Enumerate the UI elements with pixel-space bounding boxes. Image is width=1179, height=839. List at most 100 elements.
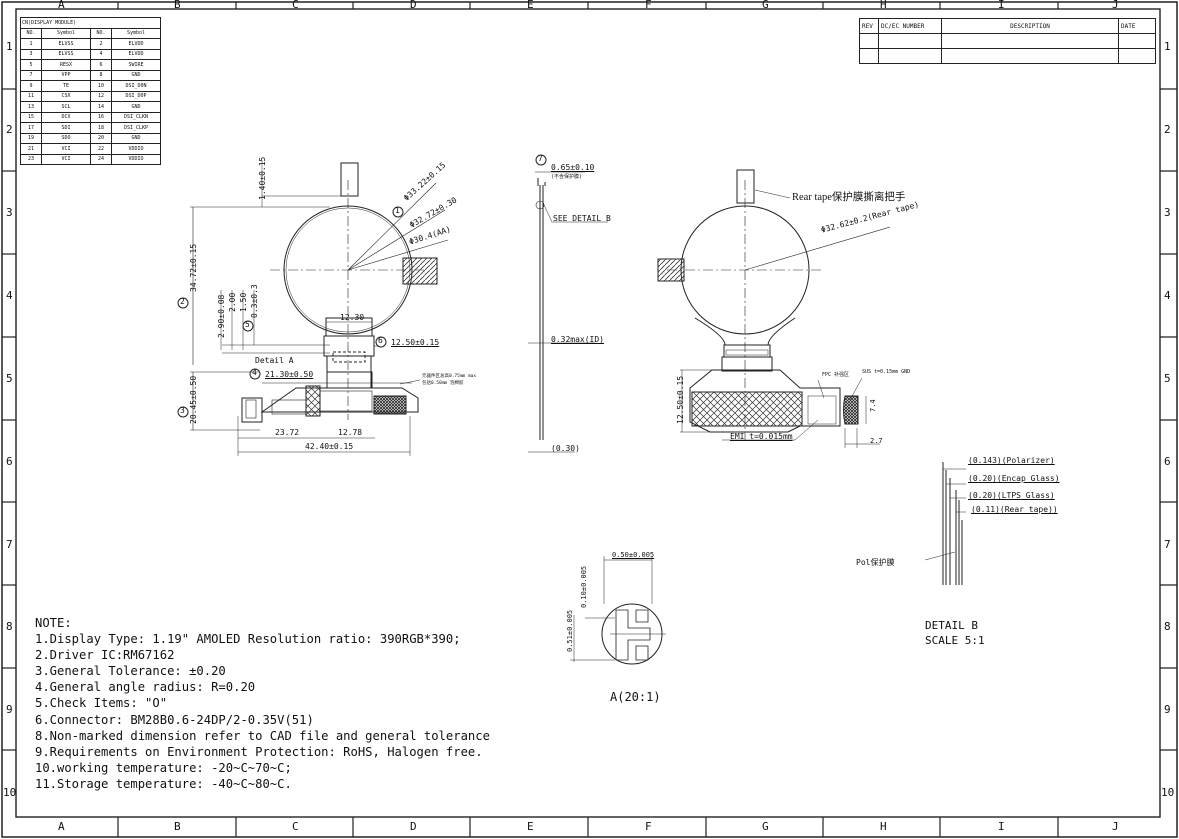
dim-fpc-width: 12.50±0.15: [391, 338, 440, 347]
zone-row-10: 10: [3, 786, 17, 799]
pin-header-no-2: NO.: [90, 27, 112, 39]
zone-row-3: 3: [6, 206, 13, 219]
pin-assignment-table: CN(DISPLAY MODULE) NO. Symbol NO. Symbol…: [20, 17, 161, 165]
pin-symbol: VCI: [41, 143, 91, 155]
pin-no: 2: [90, 38, 112, 50]
zone-row-7-right: 7: [1164, 538, 1171, 551]
emi-label: EMI t=0.015mm: [730, 432, 793, 441]
pin-table-header: NO. Symbol NO. Symbol: [20, 27, 161, 39]
pin-no: 23: [20, 153, 42, 165]
pin-no: 9: [20, 80, 42, 92]
zone-row-8-right: 8: [1164, 620, 1171, 633]
zone-row-4-right: 4: [1164, 289, 1171, 302]
zone-row-9-right: 9: [1164, 703, 1171, 716]
zone-col-h-bottom: H: [880, 820, 887, 833]
zone-row-2: 2: [6, 123, 13, 136]
zone-row-1: 1: [6, 40, 13, 53]
dim-neck-width: 12.30: [340, 313, 365, 322]
fpc-stiffener-label: FPC 补强区: [822, 372, 850, 378]
note-item: 6.Connector: BM28B0.6-24DP/2-0.35V(51): [35, 712, 314, 727]
pin-no: 15: [20, 111, 42, 123]
callout-5: 5: [245, 320, 250, 329]
pin-symbol: ELVDD: [111, 48, 161, 60]
note-item: 3.General Tolerance: ±0.20: [35, 664, 226, 679]
zone-row-5-right: 5: [1164, 372, 1171, 385]
pin-symbol: DCX: [41, 111, 91, 123]
note-item: 2.Driver IC:RM67162: [35, 648, 175, 663]
pin-symbol: ELVSS: [41, 38, 91, 50]
zone-col-j-bottom: J: [1112, 820, 1119, 833]
pin-no: 13: [20, 101, 42, 113]
pin-no: 3: [20, 48, 42, 60]
pin-symbol: RESX: [41, 59, 91, 71]
zone-col-d: D: [410, 0, 417, 11]
side-view: [528, 154, 608, 453]
zone-row-7: 7: [6, 538, 13, 551]
pin-no: 22: [90, 143, 112, 155]
note-item: 10.working temperature: -20~C~70~C;: [35, 760, 292, 775]
thickness-note: (不含保护膜): [551, 174, 583, 180]
detail-b-scale: SCALE 5:1: [925, 634, 985, 647]
callout-4: 4: [252, 368, 257, 377]
layer-encap-glass: (0.20)(Encap Glass): [968, 474, 1060, 483]
pin-no: 4: [90, 48, 112, 60]
revision-header: REV DC/EC NUMBER DESCRIPTION DATE: [859, 18, 1156, 34]
pin-symbol: VCI: [41, 153, 91, 165]
pin-symbol: GND: [111, 69, 161, 81]
pin-no: 14: [90, 101, 112, 113]
zone-col-i-bottom: I: [998, 820, 1005, 833]
pin-header-no: NO.: [20, 27, 42, 39]
pin-no: 24: [90, 153, 112, 165]
callout-6: 6: [378, 336, 383, 345]
dim-top-height: 1.40±0.15: [258, 156, 267, 200]
date-header: DATE: [1118, 18, 1156, 34]
detail-a: [570, 556, 666, 665]
pin-no: 17: [20, 122, 42, 134]
pin-no: 1: [20, 38, 42, 50]
zone-row-10-right: 10: [1161, 786, 1175, 799]
dim-v2: 2.00: [228, 292, 237, 312]
zone-col-d-bottom: D: [410, 820, 417, 833]
zone-col-f: F: [645, 0, 652, 11]
pin-no: 11: [20, 90, 42, 102]
zone-row-3-right: 3: [1164, 206, 1171, 219]
pin-symbol: DSI_D0P: [111, 90, 161, 102]
detail-b-title: DETAIL B: [925, 619, 978, 632]
pin-no: 7: [20, 69, 42, 81]
pin-symbol: SDO: [41, 132, 91, 144]
pol-protect-label: Pol保护膜: [856, 558, 895, 567]
callout-1: 1: [395, 206, 400, 215]
detail-b: [924, 462, 966, 585]
callout-2: 2: [180, 297, 185, 306]
note-item: 8.Non-marked dimension refer to CAD file…: [35, 728, 490, 743]
note-item: 1.Display Type: 1.19" AMOLED Resolution …: [35, 632, 461, 647]
pin-symbol: CSX: [41, 90, 91, 102]
zone-col-j: J: [1112, 0, 1119, 11]
zone-col-e: E: [527, 0, 534, 11]
note-item: 9.Requirements on Environment Protection…: [35, 744, 483, 759]
notes-title: NOTE:: [35, 616, 72, 630]
pin-symbol: GND: [111, 101, 161, 113]
layer-polarizer: (0.143)(Polarizer): [968, 456, 1055, 465]
dim-ref-thickness: (0.30): [551, 444, 580, 453]
dim-stiffener-height: 12.50±0.15: [676, 375, 685, 424]
note-item: 4.General angle radius: R=0.20: [35, 680, 256, 695]
zone-col-c-bottom: C: [292, 820, 299, 833]
dim-2-7: 2.7: [870, 437, 883, 445]
zone-row-5: 5: [6, 372, 13, 385]
pin-no: 12: [90, 90, 112, 102]
pin-symbol: VPP: [41, 69, 91, 81]
zone-col-f-bottom: F: [645, 820, 652, 833]
see-detail-b: SEE DETAIL B: [553, 214, 611, 223]
note-item: 5.Check Items: "O": [35, 696, 168, 711]
dc-ec-header: DC/EC NUMBER: [878, 18, 942, 34]
